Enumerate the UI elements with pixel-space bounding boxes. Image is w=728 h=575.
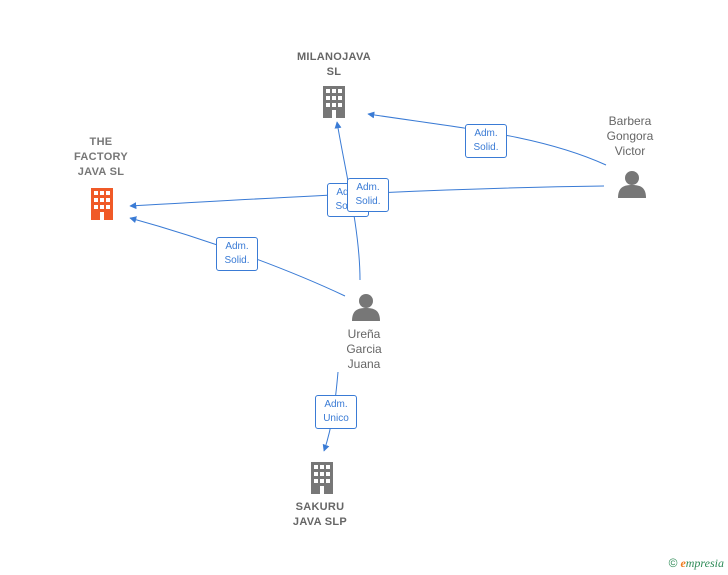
milanojava-label[interactable]: MILANOJAVA SL — [296, 51, 372, 78]
urena-label[interactable]: Ureña Garcia Juana — [346, 327, 382, 371]
edge-label-barbera-the-factory[interactable]: Adm. Solid. — [347, 178, 389, 212]
urena-person-icon[interactable] — [352, 294, 380, 321]
the-factory-label[interactable]: THE FACTORY JAVA SL — [73, 136, 129, 178]
sakuru-building-icon[interactable] — [311, 462, 333, 494]
brand-name: mpresia — [685, 556, 724, 570]
barbera-person-icon[interactable] — [618, 171, 646, 198]
copyright-icon: © — [668, 556, 678, 570]
brand-initial: e — [680, 556, 686, 570]
edge-label-barbera-milanojava[interactable]: Adm. Solid. — [465, 124, 507, 158]
empresia-logo[interactable]: ©empresia — [669, 556, 724, 571]
the-factory-building-icon[interactable] — [91, 188, 113, 220]
sakuru-label[interactable]: SAKURU JAVA SLP — [292, 501, 348, 528]
barbera-label[interactable]: Barbera Gongora Victor — [606, 114, 654, 158]
milanojava-building-icon[interactable] — [323, 86, 345, 118]
edge-label-urena-sakuru[interactable]: Adm. Unico — [315, 395, 357, 429]
edge-label-urena-the-factory[interactable]: Adm. Solid. — [216, 237, 258, 271]
